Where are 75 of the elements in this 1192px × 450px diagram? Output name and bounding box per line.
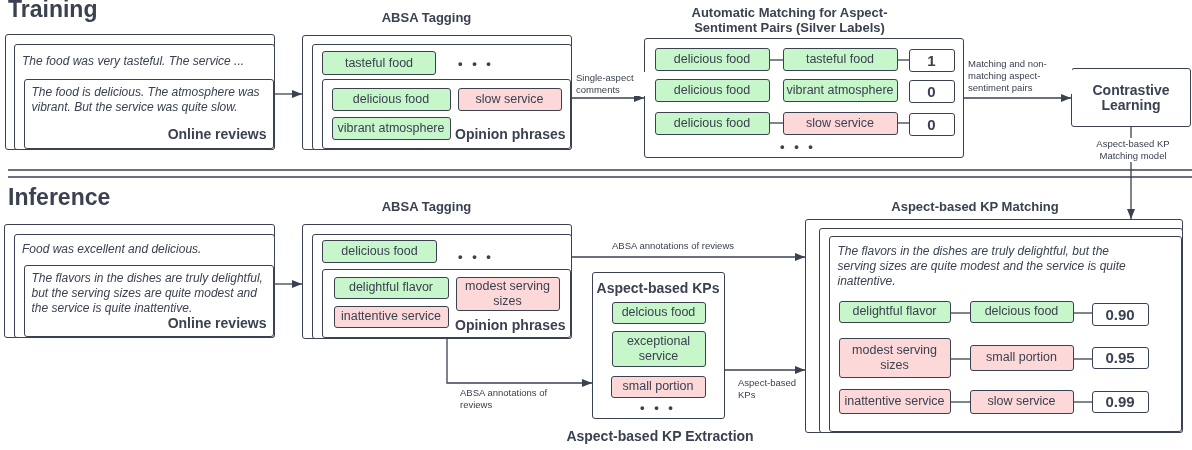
- phrase-tag: vibrant atmosphere: [331, 116, 451, 140]
- arrow: [962, 94, 1072, 102]
- section-heading: ABSA Tagging: [380, 198, 473, 214]
- review-text: The flavors in the dishes are truly delightful, but the serving sizes are quite modest and the service is quite inattentive.: [837, 243, 1127, 289]
- score-value: 1: [908, 48, 955, 72]
- connector-line: [950, 312, 972, 314]
- connector-line: [1073, 358, 1094, 360]
- phrase-tag: tasteful food: [782, 47, 898, 71]
- tagging-card: [322, 79, 571, 149]
- phrase-tag: inattentive service: [838, 388, 951, 414]
- card-caption: Online reviews: [166, 314, 267, 331]
- connector-line: [950, 401, 972, 403]
- phrase-tag: modest serving sizes: [838, 337, 951, 378]
- section-title: Training: [8, 0, 98, 23]
- phrase-tag: slow service: [969, 389, 1074, 414]
- review-text: The flavors in the dishes are truly delightful, but the serving sizes are quite modest and the service is quite inattentive.: [31, 270, 264, 316]
- edge-label: Matching and non-matching aspect-sentiment pairs: [968, 58, 1072, 94]
- ellipsis: • • •: [458, 249, 494, 264]
- phrase-tag: delightful flavor: [838, 300, 951, 323]
- section-title: Inference: [8, 184, 111, 211]
- review-text: Food was excellent and delicious.: [22, 242, 203, 257]
- section-heading: ABSA Tagging: [380, 9, 473, 25]
- panel-heading: Aspect-based KPs: [595, 279, 721, 296]
- score-value: 0.90: [1091, 302, 1149, 326]
- review-card: [24, 79, 274, 149]
- review-text: The food is delicious. The atmosphere was vibrant. But the service was quite slow.: [31, 84, 261, 115]
- phrase-tag: vibrant atmosphere: [782, 78, 898, 102]
- card-caption: Online reviews: [166, 125, 267, 142]
- process-box: Contrastive Learning: [1071, 68, 1191, 127]
- review-card: [24, 265, 274, 337]
- arrow: [570, 94, 645, 102]
- ellipsis: • • •: [458, 56, 494, 71]
- phrase-tag: exceptional service: [611, 330, 706, 367]
- phrase-tag: inattentive service: [333, 305, 449, 328]
- connector-line: [896, 59, 910, 61]
- arrow: [446, 337, 593, 387]
- connector-line: [950, 358, 972, 360]
- connector-line: [896, 122, 910, 124]
- phrase-tag: tasteful food: [322, 51, 436, 75]
- phrase-tag: delcious food: [611, 301, 706, 324]
- connector-line: [1073, 312, 1094, 314]
- phrase-tag: delicious food: [654, 78, 770, 102]
- phrase-tag: small portion: [969, 344, 1074, 371]
- phrase-tag: delcious food: [969, 300, 1074, 323]
- phrase-tag: small portion: [610, 375, 706, 398]
- ellipsis: • • •: [780, 139, 816, 154]
- section-heading: Aspect-based KP Extraction: [565, 428, 755, 444]
- card-caption: Opinion phrases: [454, 316, 566, 333]
- extraction-panel: [592, 272, 725, 419]
- arrow: [1127, 125, 1135, 220]
- phrase-tag: delicious food: [654, 47, 770, 71]
- arrow: [723, 366, 806, 374]
- arrow: [273, 90, 303, 98]
- connector-line: [768, 122, 784, 124]
- phrase-tag: modest serving sizes: [455, 276, 560, 311]
- tagging-card: [322, 269, 571, 338]
- connector-line: [768, 59, 784, 61]
- arrow: [273, 280, 303, 288]
- score-value: 0: [908, 79, 955, 103]
- section-heading: Aspect-based KP Matching: [890, 198, 1060, 214]
- arrow: [570, 253, 806, 261]
- connector-line: [1073, 401, 1094, 403]
- score-value: 0.99: [1091, 390, 1149, 413]
- edge-label: Single-aspect comments: [576, 72, 648, 96]
- phrase-tag: slow service: [782, 111, 898, 135]
- phrase-tag: slow service: [457, 87, 562, 111]
- section-heading: Automatic Matching for Aspect-Sentiment Pairs (Silver Labels): [690, 4, 889, 35]
- phrase-tag: delicious food: [654, 111, 770, 135]
- phrase-tag: delicious food: [322, 240, 437, 263]
- phrase-tag: delightful flavor: [333, 276, 449, 299]
- score-value: 0: [908, 112, 955, 136]
- score-value: 0.95: [1091, 346, 1149, 369]
- review-text: The food was very tasteful. The service ...: [22, 54, 246, 69]
- phrase-tag: delicious food: [331, 87, 451, 111]
- ellipsis: • • •: [640, 400, 676, 415]
